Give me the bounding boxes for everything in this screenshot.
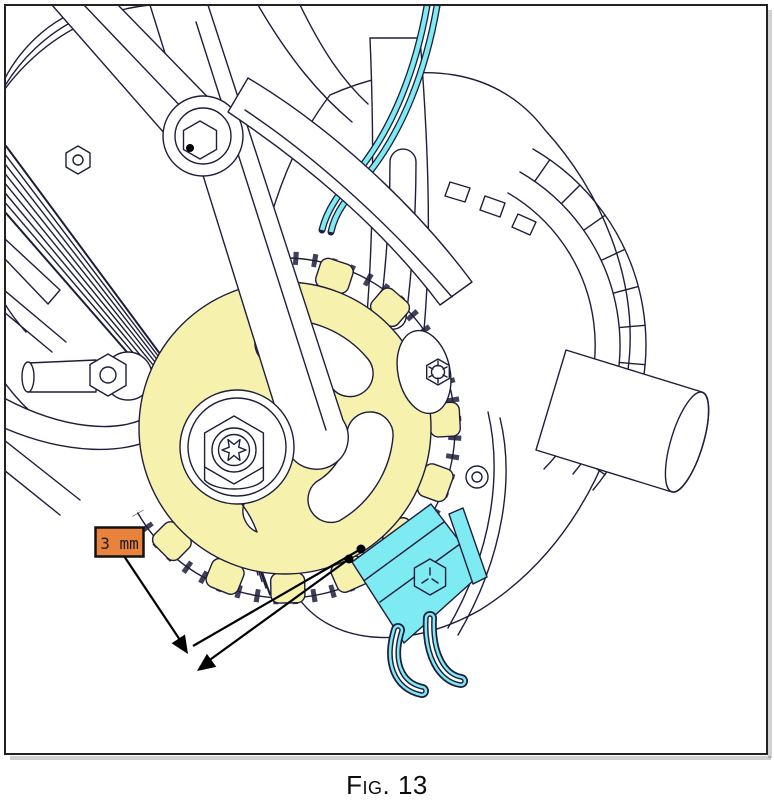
dimension-label-box (94, 526, 145, 558)
dimension-arrowhead (197, 653, 217, 671)
sensor-connector (351, 503, 488, 698)
illustration-content: 3 mm (5, 5, 710, 698)
alternator-cylinder-mount (535, 349, 710, 493)
upper-mounting-arm (51, 5, 269, 177)
dimension-callout: 3 mm (94, 526, 366, 671)
leader-arrowhead (171, 634, 188, 654)
frame-shadow-right (768, 10, 772, 758)
frame-shadow-bottom (10, 756, 771, 760)
wire-harness (318, 5, 441, 236)
dimension-line-lower (199, 558, 350, 668)
dimension-line-upper (192, 548, 362, 647)
pulley-hub-bolt (179, 389, 295, 505)
curved-swing-arm (227, 5, 473, 306)
bracket-star-bolt (396, 329, 452, 415)
figure-caption: Fig. 13 (346, 770, 428, 800)
dimension-label-text: 3 mm (100, 534, 139, 553)
figure-frame-border (4, 4, 768, 755)
leader-line (123, 555, 181, 641)
